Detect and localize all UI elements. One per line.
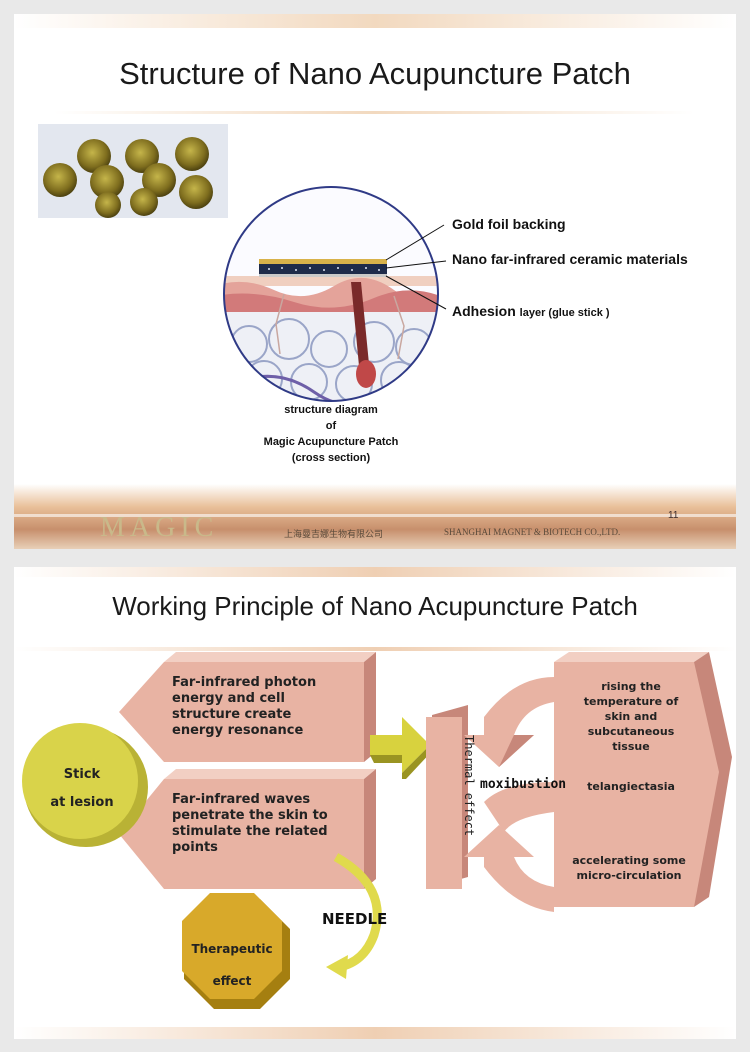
slide2-background [14,567,736,1039]
accel-line: micro-circulation [576,869,682,882]
slide1-background [14,14,736,549]
needle-curve-arrow [326,853,382,979]
moxibustion-arrows [464,677,554,912]
box2-line: points [172,840,218,855]
moxibustion-label: moxibustion [480,777,567,792]
effects-block [554,652,732,907]
effect-telangiectasia: telangiectasia [587,780,675,793]
stick-at-lesion-label: Stick at lesion [40,761,124,817]
box2-line: stimulate the related [172,824,328,839]
box2-line: Far-infrared waves [172,792,311,807]
accel-line: accelerating some [572,854,686,867]
slide-structure: Structure of Nano Acupuncture Patch Gold… [14,14,736,549]
rising-line: temperature of [583,695,679,708]
magic-logo: MAGIC [100,512,219,543]
label-adhesion-sub: layer (glue stick ) [519,307,610,319]
slide2-title: Working Principle of Nano Acupuncture Pa… [112,591,638,621]
box2-text: Far-infrared waves penetrate the skin to… [172,792,328,856]
thermal-effect-label: Thermal effect [462,735,476,837]
label-nano-ceramic: Nano far-infrared ceramic materials [452,251,688,267]
stick-line: at lesion [50,795,114,810]
cross-section-diagram [223,186,447,402]
box1-line: Far-infrared photon [172,675,317,690]
caption-line: of [325,420,337,432]
rising-line: subcutaneous [587,725,675,738]
label-adhesion: Adhesion layer (glue stick ) [452,303,610,319]
box1-line: structure create [172,707,292,722]
therapeutic-line: effect [212,974,252,988]
box1-text: Far-infrared photon energy and cell stru… [172,675,316,739]
diagram-caption: structure diagram of Magic Acupuncture P… [231,402,431,466]
thermal-effect-block [426,705,468,889]
page-number: 11 [668,510,679,521]
slide1-title: Structure of Nano Acupuncture Patch [119,56,631,91]
caption-line: structure diagram [284,404,378,416]
slide-working-principle: Working Principle of Nano Acupuncture Pa… [14,567,736,1039]
therapeutic-label: Therapeutic effect [186,933,278,997]
rising-line: tissue [612,740,650,753]
box1-line: energy resonance [172,723,304,738]
needle-label: NEEDLE [322,910,388,928]
rising-line: rising the [601,680,661,693]
box-far-infrared-waves [119,769,376,889]
box-photon-energy [119,652,376,762]
caption-line: (cross section) [291,452,371,464]
therapeutic-line: Therapeutic [191,942,273,956]
company-name-cn: 上海曼吉娜生物有限公司 [284,530,384,540]
yellow-arrow [370,717,434,779]
box2-line: penetrate the skin to [172,808,328,823]
company-name-en: SHANGHAI MAGNET & BIOTECH CO.,LTD. [444,527,621,537]
effect-accelerating: accelerating some micro-circulation [554,853,704,883]
rising-line: skin and [604,710,658,723]
stick-line: Stick [63,767,101,782]
stick-at-lesion-shape [22,723,148,847]
patch-photo [38,124,228,218]
label-adhesion-main: Adhesion [452,303,516,319]
therapeutic-octagon [182,893,290,1009]
label-gold-foil: Gold foil backing [452,216,566,232]
box1-line: energy and cell [172,691,285,706]
effect-rising-temp: rising the temperature of skin and subcu… [566,679,696,754]
caption-line: Magic Acupuncture Patch [263,436,399,448]
